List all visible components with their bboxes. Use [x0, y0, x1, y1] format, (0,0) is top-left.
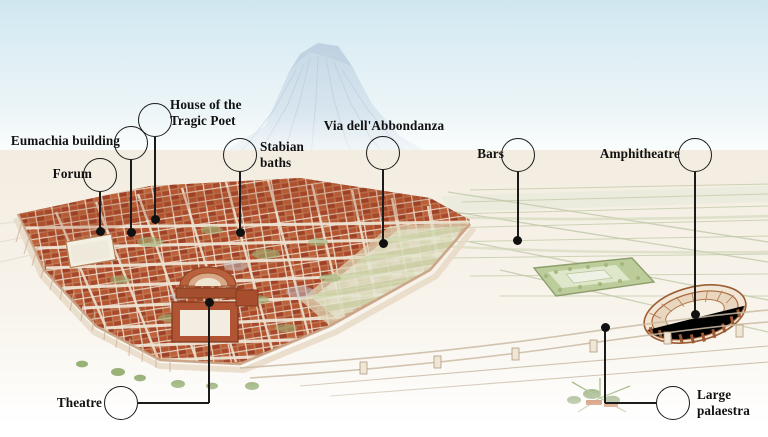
- callout-anchor-dot: [600, 322, 610, 332]
- leader-line-vertical: [604, 327, 606, 403]
- leader-line-vertical: [239, 172, 241, 232]
- callout-circle-large-palaestra[interactable]: [656, 386, 690, 420]
- callout-anchor-dot: [235, 227, 245, 237]
- callout-label-forum: Forum: [52, 166, 92, 181]
- callout-circle-via-abbondanza[interactable]: [366, 136, 400, 170]
- leader-line-vertical: [694, 172, 696, 314]
- callout-label-via-abbondanza: Via dell'Abbondanza: [323, 118, 445, 133]
- callout-label-theatre: Theatre: [56, 395, 102, 410]
- callout-anchor-dot: [690, 309, 700, 319]
- leader-line-horizontal: [138, 402, 209, 404]
- callout-anchor-dot: [95, 226, 105, 236]
- leader-line-vertical: [154, 137, 156, 219]
- leader-line-horizontal: [605, 402, 656, 404]
- callout-anchor-dot: [512, 235, 522, 245]
- callout-label-large-palaestra: Large palaestra: [697, 387, 750, 418]
- leader-line-vertical: [99, 192, 101, 231]
- callout-anchor-dot: [378, 238, 388, 248]
- callout-label-tragic-poet: House of the Tragic Poet: [170, 97, 242, 128]
- callout-circle-eumachia[interactable]: [114, 126, 148, 160]
- leader-line-vertical: [517, 172, 519, 240]
- callout-circle-stabian-baths[interactable]: [223, 138, 257, 172]
- callout-label-bars: Bars: [477, 146, 504, 161]
- callout-anchor-dot: [204, 297, 214, 307]
- leader-line-vertical: [382, 170, 384, 243]
- callout-circle-bars[interactable]: [501, 138, 535, 172]
- leader-line-vertical: [208, 302, 210, 403]
- callout-circle-amphitheatre[interactable]: [678, 138, 712, 172]
- leader-line-vertical: [130, 160, 132, 232]
- callout-circle-theatre[interactable]: [104, 386, 138, 420]
- callout-label-stabian-baths: Stabian baths: [260, 139, 304, 170]
- callout-circle-forum[interactable]: [83, 158, 117, 192]
- callout-label-eumachia: Eumachia building: [10, 133, 120, 148]
- callout-anchor-dot: [126, 227, 136, 237]
- callout-circle-tragic-poet[interactable]: [138, 103, 172, 137]
- callout-anchor-dot: [150, 214, 160, 224]
- callout-label-amphitheatre: Amphitheatre: [599, 146, 680, 161]
